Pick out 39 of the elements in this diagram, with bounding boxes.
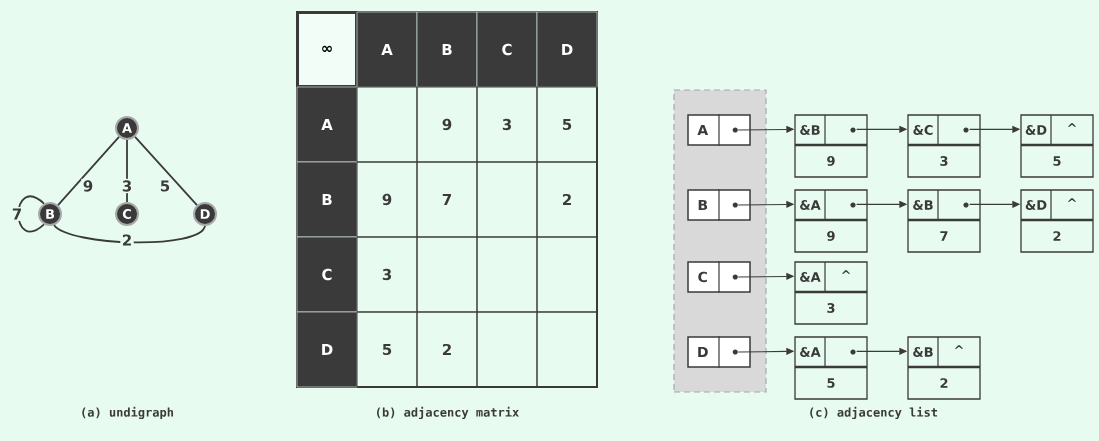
list-node: &A ^ 3: [794, 261, 868, 325]
head-node: D: [687, 335, 751, 369]
graph-edge: [57, 136, 120, 206]
header-cell: C: [296, 236, 358, 313]
matrix-cell: 5: [536, 86, 598, 163]
matrix-cell: 5: [356, 311, 418, 388]
head-node: C: [687, 260, 751, 294]
list-node: &B 9: [794, 114, 868, 178]
head-node: A: [687, 113, 751, 147]
graph-edge: [53, 224, 206, 244]
header-cell: D: [536, 11, 598, 88]
caption: (c) adjacency list: [810, 406, 938, 420]
list-node: &B ^ 2: [907, 336, 981, 400]
caption: (a) undigraph: [82, 406, 173, 420]
matrix-cell: 7: [416, 161, 478, 238]
header-cell: C: [476, 11, 538, 88]
matrix-cell: 2: [536, 161, 598, 238]
header-cell: A: [356, 11, 418, 88]
edge-label: 7: [10, 207, 24, 221]
list-node: &C 3: [907, 114, 981, 178]
list-node: &A 5: [794, 336, 868, 400]
list-node: &B 7: [907, 189, 981, 253]
corner-cell: ∞: [297, 12, 357, 87]
list-node: &A 9: [794, 189, 868, 253]
head-node: B: [687, 188, 751, 222]
matrix-cell: 2: [416, 311, 478, 388]
caption: (b) adjacency matrix: [377, 406, 519, 420]
header-cell: B: [296, 161, 358, 238]
matrix-cell: 9: [416, 86, 478, 163]
matrix-cell: 9: [356, 161, 418, 238]
graph-edge: [134, 136, 198, 206]
header-cell: A: [296, 86, 358, 163]
header-cell: B: [416, 11, 478, 88]
graph-edge: [126, 139, 128, 203]
header-cell: D: [296, 311, 358, 388]
list-node: &D ^ 2: [1020, 189, 1094, 253]
matrix-cell: 3: [476, 86, 538, 163]
matrix-cell: 3: [356, 236, 418, 313]
list-node: &D ^ 5: [1020, 114, 1094, 178]
